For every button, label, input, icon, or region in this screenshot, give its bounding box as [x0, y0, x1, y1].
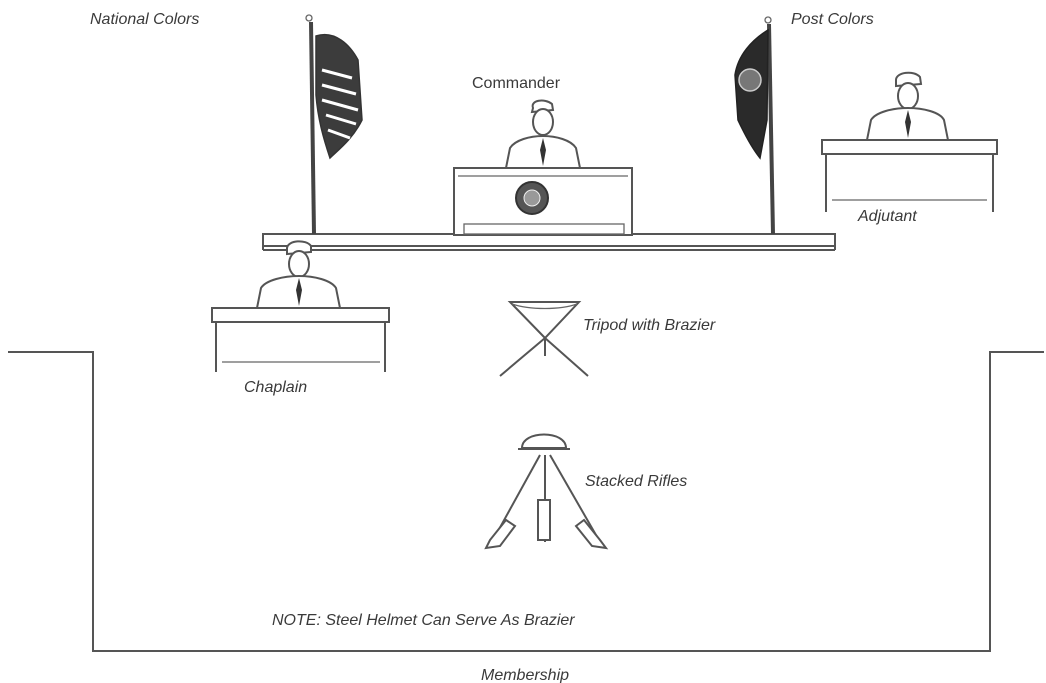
brazier-note: NOTE: Steel Helmet Can Serve As Brazier [272, 612, 575, 629]
chaplain-desk [212, 308, 389, 372]
adjutant-figure [867, 73, 948, 140]
commander-podium [454, 168, 632, 235]
stacked-rifles [486, 435, 606, 549]
commander-label: Commander [472, 75, 561, 92]
stage-platform [263, 234, 835, 250]
post-colors-flag [735, 17, 773, 234]
national-colors-flag [306, 15, 362, 234]
tripod-with-brazier [500, 302, 588, 376]
membership-area [8, 352, 1044, 651]
commander-figure [506, 101, 580, 168]
chaplain-figure [257, 241, 340, 308]
tripod-label: Tripod with Brazier [583, 317, 716, 334]
chaplain-label: Chaplain [244, 379, 307, 396]
rifles-label: Stacked Rifles [585, 473, 687, 490]
adjutant-desk [822, 140, 997, 212]
national-colors-label: National Colors [90, 11, 199, 28]
post-colors-label: Post Colors [791, 11, 874, 28]
adjutant-label: Adjutant [857, 208, 917, 225]
membership-label: Membership [481, 667, 569, 683]
